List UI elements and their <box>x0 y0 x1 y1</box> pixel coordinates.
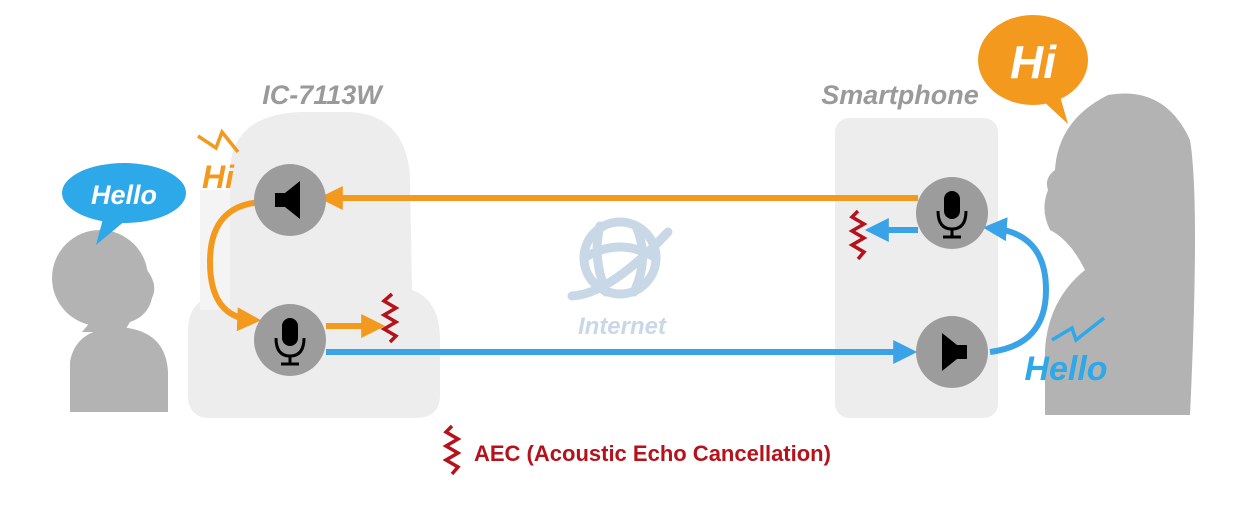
hello-speech-bubble: Hello <box>62 163 186 245</box>
camera-output-text: Hi <box>202 159 235 195</box>
phone-echo-path <box>982 217 1050 355</box>
phone-output-text: Hello <box>1024 350 1107 388</box>
internet-label: Internet <box>578 313 667 340</box>
aec-zigzag-icon <box>380 292 400 344</box>
aec-legend-label: AEC (Acoustic Echo Cancellation) <box>474 441 831 466</box>
camera-echo-path <box>206 199 263 332</box>
sound-wave-icon <box>1051 316 1106 343</box>
aec-legend: AEC (Acoustic Echo Cancellation) <box>442 424 831 476</box>
phone-microphone <box>916 177 988 249</box>
camera-microphone <box>254 304 326 376</box>
aec-zigzag-icon <box>848 209 868 261</box>
hi-bubble-text: Hi <box>1010 36 1057 88</box>
globe-icon <box>567 217 673 301</box>
speaker-icon <box>942 333 967 371</box>
phone-speaker <box>916 316 988 388</box>
microphone-icon <box>274 318 306 366</box>
microphone-icon <box>936 191 968 239</box>
hello-bubble-text: Hello <box>91 180 157 210</box>
sound-wave-icon <box>197 128 240 154</box>
camera-speaker <box>254 164 326 236</box>
camera-device <box>188 112 440 418</box>
smartphone-label: Smartphone <box>821 80 979 110</box>
child-silhouette <box>52 230 168 412</box>
camera-label: IC-7113W <box>262 80 384 110</box>
hi-speech-bubble: Hi <box>978 15 1088 124</box>
speaker-icon <box>275 181 300 219</box>
aec-zigzag-icon <box>442 424 462 476</box>
